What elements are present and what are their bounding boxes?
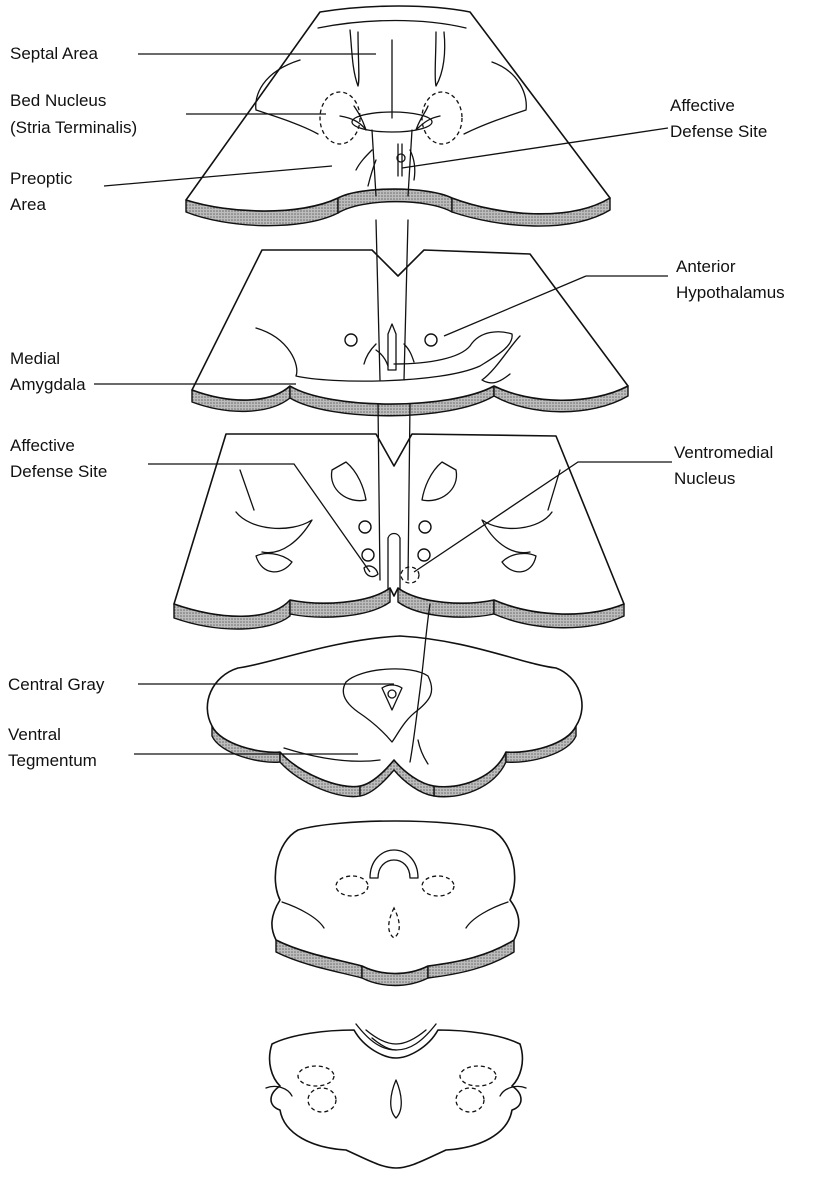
label-ventromedial: Ventromedial [674,443,773,462]
section-septal-preoptic [186,6,610,226]
label-nucleus: Nucleus [674,469,735,488]
label-affective-top: Affective [670,96,735,115]
label-defense-site-mid: Defense Site [10,462,107,481]
label-tegmentum: Tegmentum [8,751,97,770]
label-affective-mid: Affective [10,436,75,455]
section-medulla [266,1024,526,1168]
label-central-gray: Central Gray [8,675,105,694]
section-pons [272,821,519,986]
label-hypothalamus: Hypothalamus [676,283,785,302]
section-midbrain [207,604,582,797]
label-amygdala: Amygdala [10,375,86,394]
label-anterior: Anterior [676,257,736,276]
label-stria-terminalis: (Stria Terminalis) [10,118,137,137]
label-ventral: Ventral [8,725,61,744]
label-septal-area: Septal Area [10,44,98,63]
label-bed-nucleus: Bed Nucleus [10,91,106,110]
section-anterior-hypothalamus [192,220,628,416]
section-ventromedial [174,404,624,629]
label-medial: Medial [10,349,60,368]
label-preoptic-area: Area [10,195,46,214]
label-preoptic: Preoptic [10,169,73,188]
label-defense-site-top: Defense Site [670,122,767,141]
